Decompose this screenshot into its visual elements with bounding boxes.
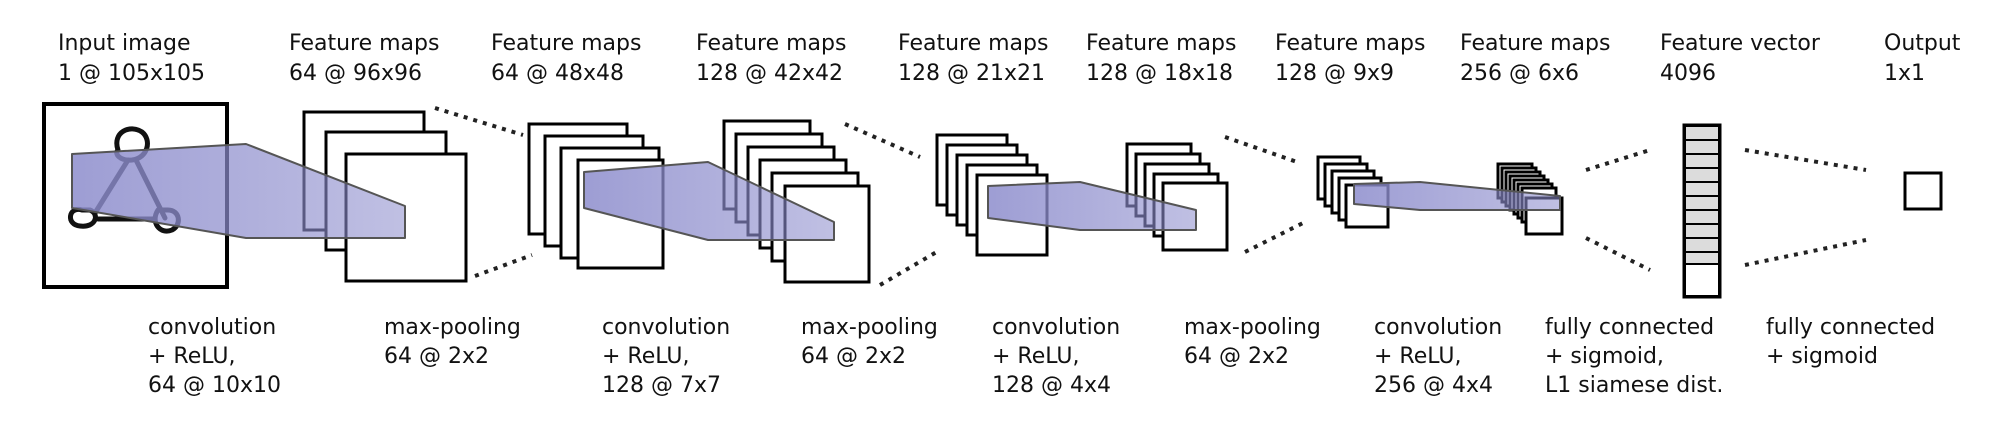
header-vector-size: 4096	[1660, 61, 1716, 86]
header-fm3-title: Feature maps	[696, 31, 846, 56]
header-fm3-size: 128 @ 42x42	[696, 61, 843, 86]
op1-line1: convolution	[148, 315, 276, 340]
op7-line1: convolution	[1374, 315, 1502, 340]
op3-line1: convolution	[602, 315, 730, 340]
op6-line2: 64 @ 2x2	[1184, 344, 1289, 369]
header-input-title: Input image	[58, 31, 190, 56]
header-fm5-title: Feature maps	[1086, 31, 1236, 56]
header-fm2-title: Feature maps	[491, 31, 641, 56]
kernel-2	[583, 161, 835, 241]
connector-lines	[434, 106, 1867, 287]
feature-maps-128x9	[1316, 155, 1390, 229]
op3-line2: + ReLU,	[602, 344, 690, 369]
op7-line2: + ReLU,	[1374, 344, 1462, 369]
header-fm1-title: Feature maps	[289, 31, 439, 56]
op8-line3: L1 siamese dist.	[1545, 373, 1723, 398]
op9-line1: fully connected	[1766, 315, 1935, 340]
header-fm2-size: 64 @ 48x48	[491, 61, 624, 86]
op8-line2: + sigmoid,	[1545, 344, 1664, 369]
header-input-size: 1 @ 105x105	[58, 61, 205, 86]
header-vector-title: Feature vector	[1660, 31, 1821, 56]
header-fm5-size: 128 @ 18x18	[1086, 61, 1233, 86]
op1-line2: + ReLU,	[148, 344, 236, 369]
header-fm7-title: Feature maps	[1460, 31, 1610, 56]
header-fm6-title: Feature maps	[1275, 31, 1425, 56]
op5-line1: convolution	[992, 315, 1120, 340]
header-fm7-size: 256 @ 6x6	[1460, 61, 1579, 86]
conv-kernels	[71, 143, 1561, 241]
op3-line3: 128 @ 7x7	[602, 373, 721, 398]
op1-line3: 64 @ 10x10	[148, 373, 281, 398]
kernel-4	[1353, 181, 1561, 211]
feature-vector	[1682, 123, 1722, 299]
output-node	[1903, 171, 1943, 211]
op5-line2: + ReLU,	[992, 344, 1080, 369]
header-fm4-size: 128 @ 21x21	[898, 61, 1045, 86]
header-output-size: 1x1	[1884, 61, 1925, 86]
kernel-3	[987, 181, 1197, 231]
op7-line3: 256 @ 4x4	[1374, 373, 1493, 398]
op2-line1: max-pooling	[384, 315, 521, 340]
header-fm4-title: Feature maps	[898, 31, 1048, 56]
op4-line1: max-pooling	[801, 315, 938, 340]
op9-line2: + sigmoid	[1766, 344, 1878, 369]
op6-line1: max-pooling	[1184, 315, 1321, 340]
header-fm1-size: 64 @ 96x96	[289, 61, 422, 86]
header-fm6-size: 128 @ 9x9	[1275, 61, 1394, 86]
op5-line3: 128 @ 4x4	[992, 373, 1111, 398]
kernel-1	[71, 143, 406, 239]
stage-headers: Input image 1 @ 105x105 Feature maps 64 …	[58, 31, 1961, 86]
header-output-title: Output	[1884, 31, 1961, 56]
op2-line2: 64 @ 2x2	[384, 344, 489, 369]
op4-line2: 64 @ 2x2	[801, 344, 906, 369]
op8-line1: fully connected	[1545, 315, 1714, 340]
operation-labels: convolution + ReLU, 64 @ 10x10 max-pooli…	[148, 315, 1935, 398]
